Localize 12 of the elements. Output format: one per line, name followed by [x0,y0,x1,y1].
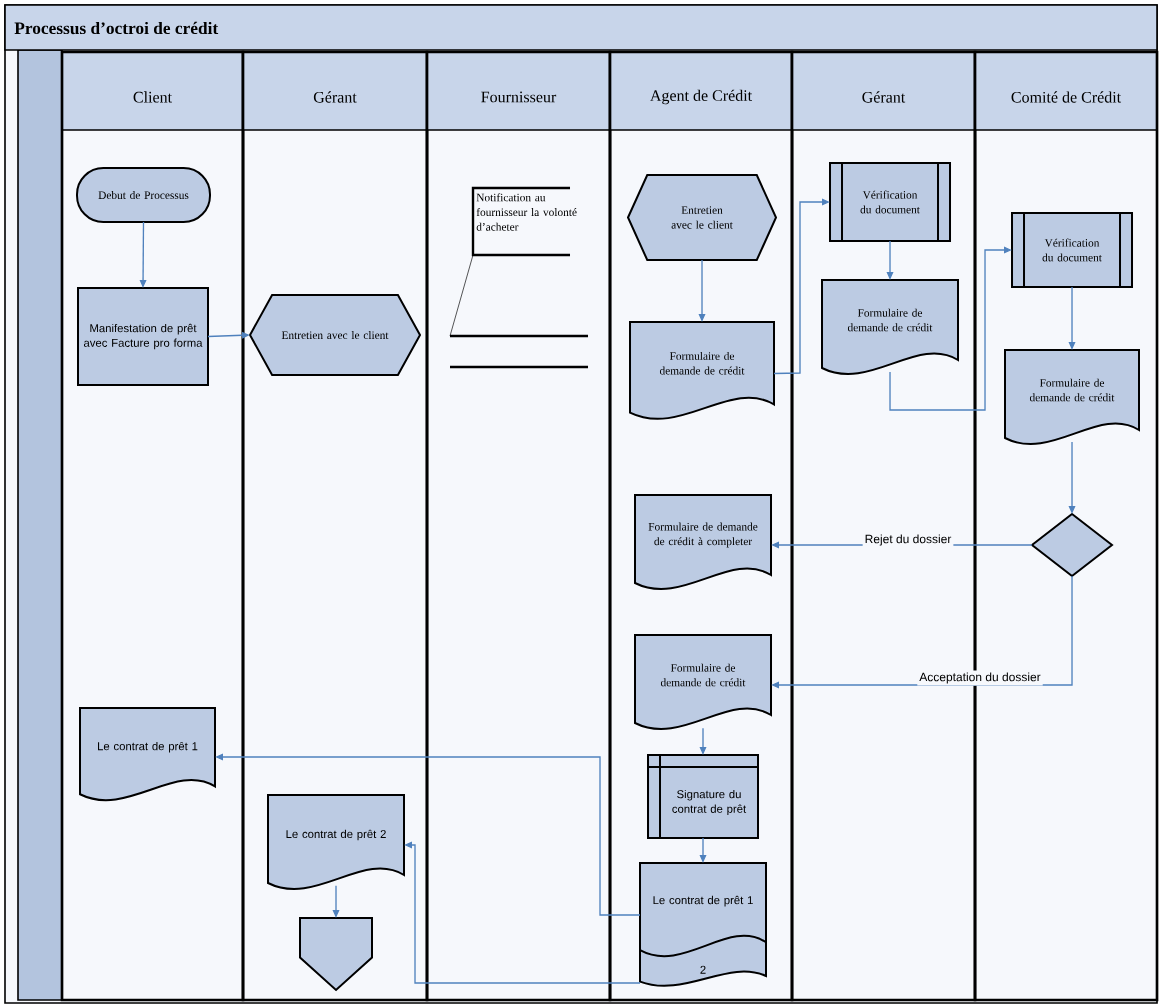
internal-storage-box: Signature du contrat de prêt [647,754,759,839]
annotation-bracket: Notification au fournisseur la volonté d’acheter [471,186,577,257]
off-page-connector [299,917,373,992]
leader-line [449,254,474,337]
predefined-process-box: Vérification du document [829,162,951,242]
parallel-lines [448,334,590,369]
process-box: Manifestation de prêt avec Facture pro forma [77,287,209,386]
start-terminator: Debut de Processus [76,167,211,223]
edge-label: Acceptation du dossier [917,670,1043,686]
predefined-process-box: Vérification du document [1011,212,1133,288]
node-label: 2 [700,965,706,974]
edge-label: Rejet du dossier [862,532,954,548]
